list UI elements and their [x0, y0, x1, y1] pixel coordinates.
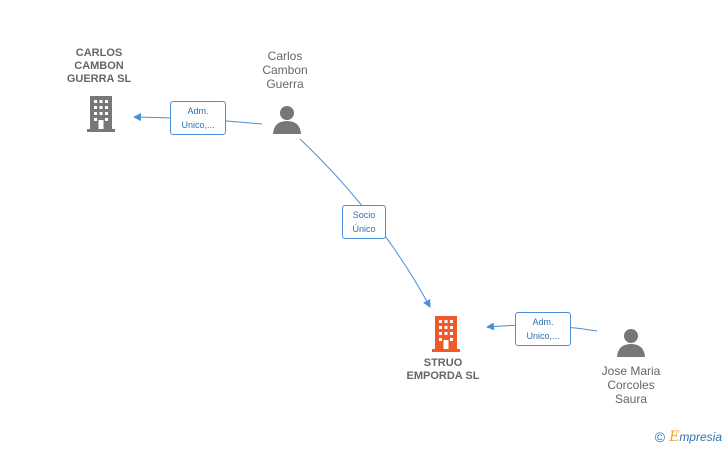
edge-label-jose-adm-line-2: Unico,... [526, 331, 560, 341]
edge-label-carlos-adm[interactable]: Adm. Unico,... [170, 101, 226, 135]
edge-label-socio-unico[interactable]: Socio Único [342, 205, 386, 239]
jose-person-name-line-2: Corcoles [607, 378, 655, 392]
carlos-person-name-line-2: Cambon [262, 63, 308, 77]
edge-label-carlos-adm-line-1: Adm. [187, 106, 209, 116]
edge-label-socio-unico-line-2: Único [352, 224, 376, 234]
carlos-company-name[interactable]: CARLOS CAMBON GUERRA SL [48, 47, 150, 86]
jose-person-name-line-3: Saura [614, 392, 648, 406]
carlos-company-name-line-1: CARLOS [75, 47, 123, 59]
jose-person-name-line-1: Jose Maria [601, 364, 661, 378]
struo-company-name-line-1: STRUO [423, 357, 463, 369]
empresia-logo-text: mpresia [679, 430, 722, 444]
edge-label-socio-unico-line-1: Socio [352, 210, 376, 220]
carlos-person-icon[interactable] [272, 104, 302, 134]
carlos-company-building-icon[interactable] [85, 96, 117, 132]
edge-label-jose-adm-line-1: Adm. [532, 317, 554, 327]
struo-building-icon[interactable] [430, 316, 462, 352]
jose-person-icon[interactable] [616, 327, 646, 357]
copyright-icon: © [654, 429, 666, 445]
edge-label-carlos-adm-line-2: Unico,... [181, 120, 215, 130]
empresia-logo-initial: E [669, 429, 680, 445]
struo-company-name-line-2: EMPORDA SL [406, 370, 480, 382]
carlos-person-name-line-1: Carlos [267, 49, 303, 63]
struo-company-name[interactable]: STRUO EMPORDA SL [388, 357, 498, 383]
jose-person-name[interactable]: Jose Maria Corcoles Saura [586, 364, 676, 406]
edge-label-jose-adm[interactable]: Adm. Unico,... [515, 312, 571, 346]
carlos-company-name-line-2: CAMBON [74, 60, 124, 72]
carlos-person-name-line-3: Guerra [266, 77, 304, 91]
carlos-person-name[interactable]: Carlos Cambon Guerra [245, 49, 325, 91]
carlos-company-name-line-3: GUERRA SL [66, 73, 132, 85]
